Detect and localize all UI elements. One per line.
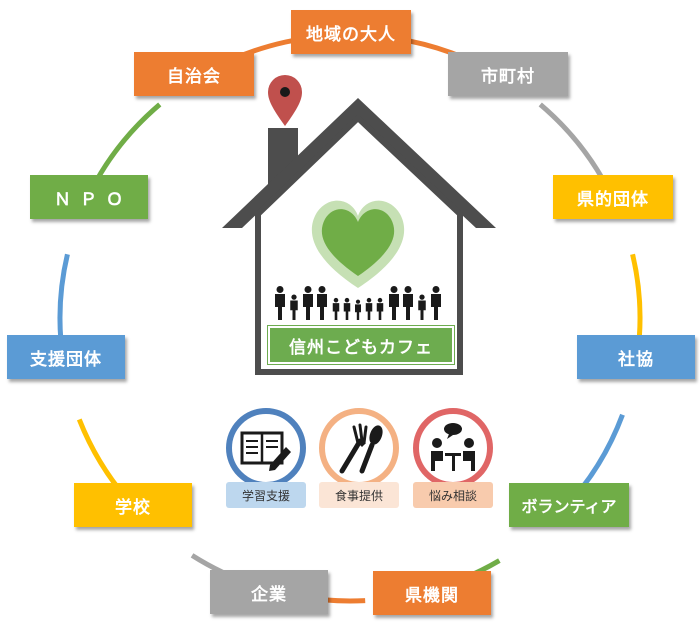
node-jichikai: 自治会: [134, 52, 254, 96]
conversation-icon: [431, 423, 475, 471]
book-pencil-icon: [240, 431, 291, 471]
node-gakko: 学校: [74, 483, 192, 527]
service-label-study: 学習支援: [226, 482, 306, 508]
fork-spoon-icon: [339, 423, 383, 474]
consult-circle: [413, 408, 493, 488]
node-chiiki-no-otona: 地域の大人: [291, 10, 411, 54]
service-label-meal: 食事提供: [319, 482, 399, 508]
service-study: 学習支援: [223, 408, 309, 508]
service-meal: 食事提供: [316, 408, 402, 508]
study-circle: [226, 408, 306, 488]
meal-circle: [319, 408, 399, 488]
node-shichoson: 市町村: [448, 52, 568, 96]
service-label-consult: 悩み相談: [413, 482, 493, 508]
node-kenteki-dantai: 県的団体: [553, 175, 673, 219]
center-title-banner: 信州こどもカフェ: [268, 326, 454, 364]
node-npo: ＮＰＯ: [30, 175, 148, 219]
node-volunteer: ボランティア: [509, 483, 629, 527]
node-kenkikan: 県機関: [373, 571, 491, 615]
node-shien-dantai: 支援団体: [7, 335, 125, 379]
node-kigyo: 企業: [210, 570, 328, 614]
ring-connector: [324, 597, 366, 604]
node-shakyo: 社協: [577, 335, 695, 379]
service-consult: 悩み相談: [410, 408, 496, 508]
